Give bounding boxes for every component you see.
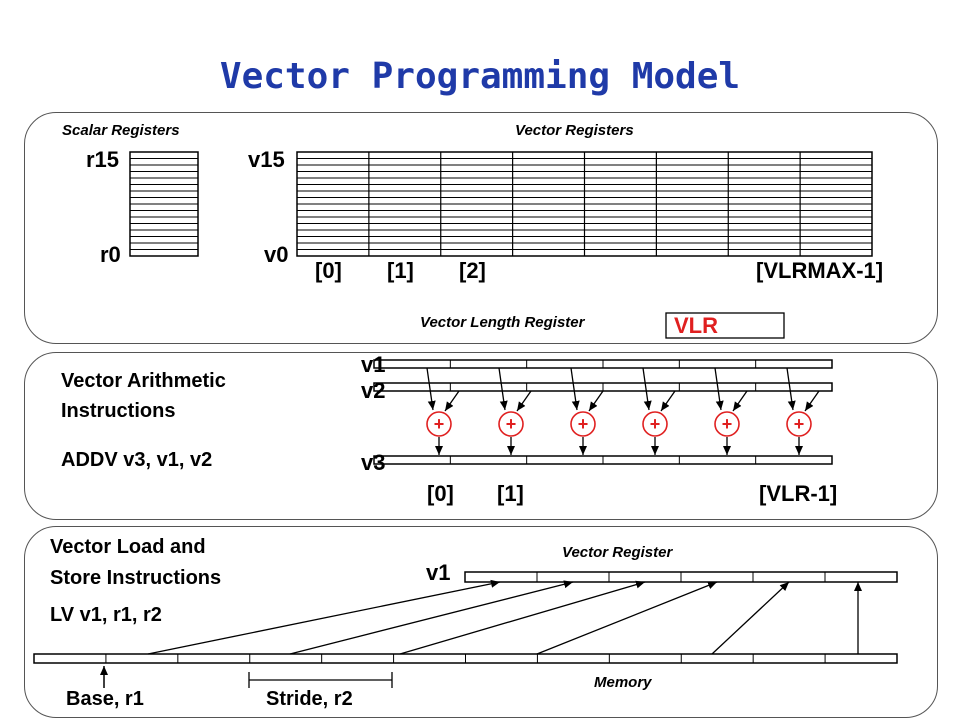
vector-index-label: [VLRMAX-1] <box>756 258 884 283</box>
v1-label: v1 <box>361 352 386 377</box>
adder-plus-symbol: + <box>722 414 733 434</box>
vlr-label: VLR <box>674 313 718 338</box>
v2-register <box>373 382 833 392</box>
v2-to-adder-arrow <box>660 390 676 412</box>
ls-heading-line1: Vector Load and <box>50 536 206 558</box>
v2-to-adder-arrow <box>732 390 748 412</box>
adder-circle <box>714 411 740 437</box>
arith-index-label: [0] <box>427 481 454 506</box>
memory-to-register-arrow <box>711 581 790 655</box>
page-title: Vector Programming Model <box>219 56 741 97</box>
adder-circle <box>426 411 452 437</box>
adder-circle <box>570 411 596 437</box>
v2-to-adder-arrow <box>444 390 460 412</box>
arith-index-label: [1] <box>497 481 524 506</box>
v3-label: v3 <box>361 450 386 475</box>
arith-heading-line1: Vector Arithmetic <box>61 370 226 392</box>
load-store-panel <box>24 526 938 718</box>
memory-caption: Memory <box>594 674 652 691</box>
v1-to-adder-arrow <box>642 367 652 411</box>
adder-plus-symbol: + <box>506 414 517 434</box>
memory-to-register-arrow <box>147 579 501 655</box>
adder-circle <box>786 411 812 437</box>
memory-to-register-arrow <box>289 580 574 655</box>
ls-register-caption: Vector Register <box>562 544 673 561</box>
v1-to-adder-arrow <box>498 367 508 411</box>
vlr-caption: Vector Length Register <box>420 314 585 331</box>
v2-label: v2 <box>361 378 386 403</box>
adder-plus-symbol: + <box>794 414 805 434</box>
memory-bar <box>33 653 898 664</box>
v1-to-adder-arrow <box>786 367 796 411</box>
arith-index-label: [VLR-1] <box>759 481 838 506</box>
base-label: Base, r1 <box>66 688 144 710</box>
scalar-register-file <box>129 151 199 257</box>
ls-heading-line2: Store Instructions <box>50 567 222 589</box>
vector-index-label: [0] <box>315 258 342 283</box>
adder-plus-symbol: + <box>650 414 661 434</box>
arith-heading-line2: Instructions <box>61 400 176 422</box>
scalar-top-label: r15 <box>86 147 120 172</box>
v2-to-adder-arrow <box>804 390 820 412</box>
v3-register <box>373 455 833 465</box>
v1-register <box>373 359 833 369</box>
v1-to-adder-arrow <box>426 367 436 411</box>
vector-top-label: v15 <box>248 147 285 172</box>
arithmetic-panel <box>24 352 938 520</box>
arith-instruction: ADDV v3, v1, v2 <box>61 449 213 471</box>
vector-bottom-label: v0 <box>264 242 289 267</box>
vlr-box <box>665 312 785 339</box>
vector-registers-heading: Vector Registers <box>515 122 634 139</box>
adder-circle <box>498 411 524 437</box>
v2-to-adder-arrow <box>516 390 532 412</box>
ls-register-label: v1 <box>426 560 451 585</box>
scalar-registers-heading: Scalar Registers <box>62 122 180 139</box>
ls-instruction: LV v1, r1, r2 <box>50 604 162 626</box>
adder-plus-symbol: + <box>434 414 445 434</box>
v2-to-adder-arrow <box>588 390 604 412</box>
scalar-bottom-label: r0 <box>100 242 121 267</box>
stride-bracket <box>248 672 393 688</box>
ls-vector-register <box>464 571 898 583</box>
vector-register-file <box>296 151 873 257</box>
memory-to-register-arrow <box>536 581 718 655</box>
stride-label: Stride, r2 <box>266 688 353 710</box>
vector-index-label: [2] <box>459 258 486 283</box>
vector-index-label: [1] <box>387 258 414 283</box>
memory-to-register-arrow <box>399 580 646 655</box>
adder-circle <box>642 411 668 437</box>
adder-plus-symbol: + <box>578 414 589 434</box>
v1-to-adder-arrow <box>570 367 580 411</box>
v1-to-adder-arrow <box>714 367 724 411</box>
